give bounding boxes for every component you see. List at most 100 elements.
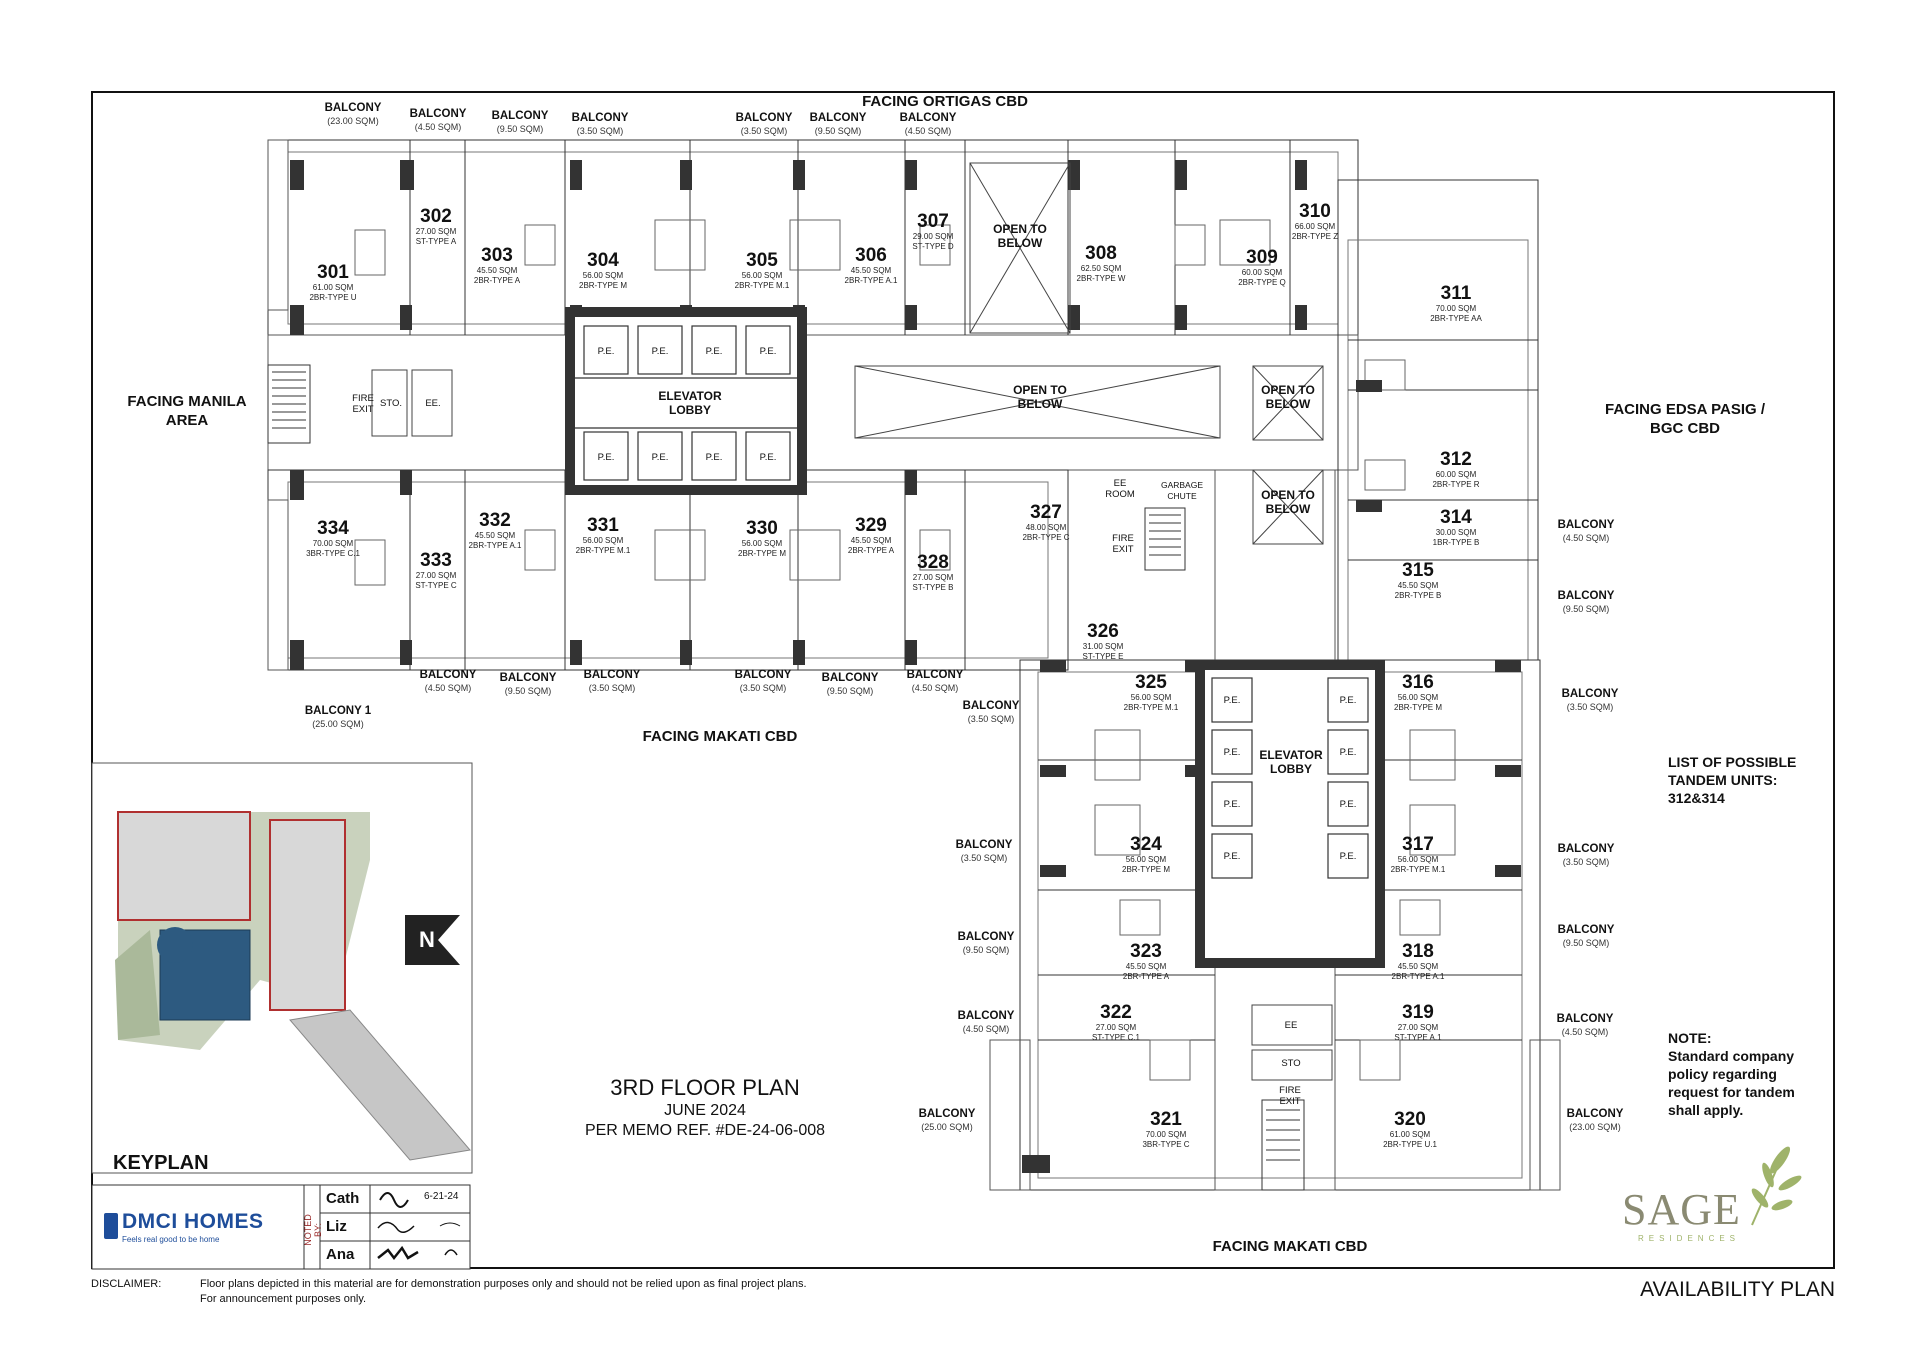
note-block: NOTE: Standard company policy regarding …: [1668, 1029, 1828, 1119]
facing-edsa-label: FACING EDSA PASIG / BGC CBD: [1604, 401, 1766, 437]
storage-label: STO: [1281, 1058, 1301, 1069]
plan-date: JUNE 2024: [664, 1102, 746, 1119]
availability-plan-label: AVAILABILITY PLAN: [1640, 1278, 1835, 1301]
facing-makati-top-label: FACING MAKATI CBD: [642, 728, 798, 745]
note-text: Standard company policy regarding reques…: [1668, 1048, 1795, 1118]
balcony-label: BALCONY(4.50 SQM): [906, 669, 964, 693]
facing-manila-label: FACING MANILA AREA: [127, 393, 247, 429]
open-to-below-label: OPEN TO BELOW: [1013, 383, 1067, 411]
storage-label: STO.: [380, 398, 402, 409]
dmci-logo-mark: [104, 1213, 118, 1239]
electrical-room-label: EE.: [425, 398, 441, 409]
balcony-label: BALCONY(9.50 SQM): [491, 110, 549, 134]
balcony-label: BALCONY 1(25.00 SQM): [304, 705, 372, 729]
passenger-elevator-label: P.E.: [759, 346, 777, 357]
passenger-elevator-label: P.E.: [597, 346, 615, 357]
passenger-elevator-label: P.E.: [705, 346, 723, 357]
sage-logo-sub: RESIDENCES: [1638, 1234, 1741, 1243]
balcony-label: BALCONY(9.50 SQM): [821, 672, 879, 696]
fire-exit-label: FIRE EXIT: [352, 393, 374, 415]
balcony-label: BALCONY(3.50 SQM): [571, 112, 629, 136]
ee-room-label: EE ROOM: [1105, 478, 1135, 500]
balcony-label: BALCONY(3.50 SQM): [955, 839, 1013, 863]
garbage-chute-label: GARBAGE CHUTE: [1160, 480, 1204, 501]
fire-exit-label: FIRE EXIT: [1112, 533, 1134, 555]
sage-logo-name: SAGE: [1622, 1185, 1741, 1234]
passenger-elevator-label: P.E.: [1223, 799, 1241, 810]
balcony-label: BALCONY(23.00 SQM): [1566, 1108, 1624, 1132]
passenger-elevator-label: P.E.: [1223, 695, 1241, 706]
balcony-label: BALCONY(3.50 SQM): [734, 669, 792, 693]
balcony-label: BALCONY(3.50 SQM): [735, 112, 793, 136]
open-to-below-label: OPEN TO BELOW: [993, 222, 1047, 250]
elevator-lobby-label: ELEVATOR LOBBY: [658, 389, 722, 417]
facing-makati-bottom-label: FACING MAKATI CBD: [1212, 1238, 1368, 1255]
drawing-frame: [91, 91, 1835, 1269]
elevator-lobby-label: ELEVATOR LOBBY: [1259, 748, 1323, 776]
balcony-label: BALCONY(4.50 SQM): [957, 1010, 1015, 1034]
elevator-lobby-2-walls: [1195, 660, 1385, 968]
elevator-lobby-1-walls: [565, 307, 807, 495]
noted-by-name: Cath: [326, 1190, 360, 1207]
balcony-label: BALCONY(3.50 SQM): [583, 669, 641, 693]
balcony-label: BALCONY(3.50 SQM): [1557, 843, 1615, 867]
sage-leaf-shapes: [1751, 1146, 1802, 1226]
noted-by-label: NOTED BY:: [303, 1214, 323, 1246]
fire-exit-label: FIRE EXIT: [1279, 1085, 1301, 1107]
balcony-label: BALCONY(4.50 SQM): [1556, 1013, 1614, 1037]
passenger-elevator-label: P.E.: [597, 452, 615, 463]
disclaimer-line-1: Floor plans depicted in this material ar…: [200, 1278, 807, 1290]
balcony-label: BALCONY(23.00 SQM): [324, 102, 382, 126]
balcony-label: BALCONY(3.50 SQM): [1561, 688, 1619, 712]
balcony-label: BALCONY(9.50 SQM): [957, 931, 1015, 955]
north-arrow-icon: N: [419, 927, 435, 952]
north-arrow-shape: [405, 915, 460, 965]
brand-box: [91, 1184, 305, 1270]
noted-by-date: 6-21-24: [424, 1191, 459, 1202]
passenger-elevator-label: P.E.: [1223, 851, 1241, 862]
tandem-title: LIST OF POSSIBLE TANDEM UNITS:: [1668, 754, 1797, 788]
tandem-units: 312&314: [1668, 790, 1725, 806]
passenger-elevator-label: P.E.: [1339, 851, 1357, 862]
balcony-label: BALCONY(9.50 SQM): [499, 672, 557, 696]
passenger-elevator-label: P.E.: [651, 452, 669, 463]
noted-by-name: Ana: [326, 1246, 355, 1263]
passenger-elevator-label: P.E.: [651, 346, 669, 357]
balcony-label: BALCONY(9.50 SQM): [809, 112, 867, 136]
plan-memo: PER MEMO REF. #DE-24-06-008: [584, 1122, 826, 1139]
dmci-tagline: Feels real good to be home: [122, 1235, 220, 1244]
